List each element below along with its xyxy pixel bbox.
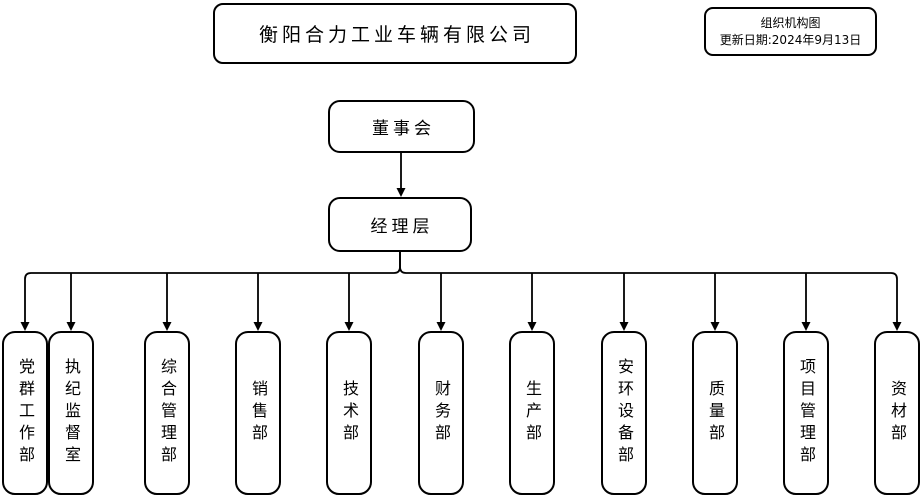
dept-label: 资材部	[888, 380, 907, 446]
dept-node-party-work: 党群工作部	[2, 331, 48, 495]
node-management: 经理层	[328, 197, 472, 252]
dept-label: 执纪监督室	[62, 358, 81, 468]
dept-node-general-management: 综合管理部	[144, 331, 190, 495]
dept-node-technology: 技术部	[326, 331, 372, 495]
dept-label: 安环设备部	[615, 358, 634, 468]
chart-info-box: 组织机构图 更新日期:2024年9月13日	[704, 7, 877, 56]
dept-node-materials: 资材部	[874, 331, 920, 495]
company-title: 衡阳合力工业车辆有限公司	[258, 24, 535, 46]
company-title-box: 衡阳合力工业车辆有限公司	[213, 3, 577, 64]
chart-type-label: 组织机构图	[760, 15, 821, 30]
dept-node-sales: 销售部	[235, 331, 281, 495]
dept-label: 生产部	[523, 380, 542, 446]
dept-label: 综合管理部	[158, 358, 177, 468]
node-board: 董事会	[328, 100, 475, 153]
chart-updated-date: 更新日期:2024年9月13日	[719, 32, 862, 47]
dept-node-production: 生产部	[509, 331, 555, 495]
dept-node-discipline-oversight: 执纪监督室	[48, 331, 94, 495]
dept-label: 项目管理部	[797, 358, 816, 468]
dept-label: 销售部	[249, 380, 268, 446]
dept-node-quality: 质量部	[692, 331, 738, 495]
dept-node-finance: 财务部	[418, 331, 464, 495]
node-management-label: 经理层	[370, 217, 434, 237]
dept-label: 党群工作部	[16, 358, 35, 468]
dept-label: 质量部	[706, 380, 725, 446]
dept-node-project-management: 项目管理部	[783, 331, 829, 495]
dept-node-safety-equipment: 安环设备部	[601, 331, 647, 495]
dept-label: 技术部	[340, 380, 359, 446]
dept-label: 财务部	[432, 380, 451, 446]
node-board-label: 董事会	[372, 119, 435, 139]
